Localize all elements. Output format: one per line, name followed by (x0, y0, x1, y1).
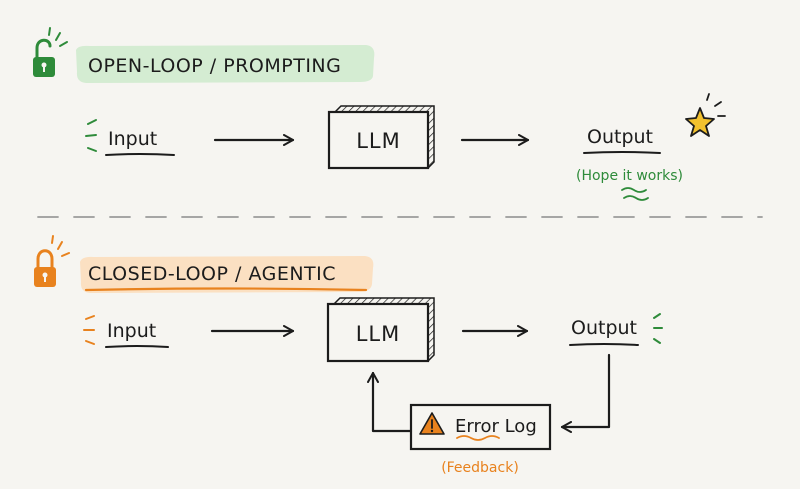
closed-llm-label: LLM (356, 322, 401, 346)
closed-loop-heading: CLOSED-LOOP / AGENTIC (88, 263, 336, 285)
open-output-note: (Hope it works) (576, 168, 683, 184)
star-icon (685, 93, 726, 137)
closed-output-underline (569, 343, 639, 346)
open-note-squiggle (621, 187, 649, 201)
open-lock-icon (33, 27, 68, 77)
error-log-box: Error Log (409, 403, 552, 451)
open-loop-section: OPEN-LOOP / PROMPTING Input LLM Output (… (33, 27, 726, 201)
open-input-accent-icon (85, 119, 97, 152)
closed-lock-icon (34, 235, 70, 287)
closed-input-label: Input (107, 320, 156, 342)
error-log-squiggle (456, 435, 500, 441)
closed-loop-heading-highlight (80, 256, 374, 293)
closed-loop-section: CLOSED-LOOP / AGENTIC Input LLM Output (34, 235, 663, 476)
open-llm-label: LLM (356, 129, 401, 153)
feedback-arrow-output-to-log (560, 353, 611, 433)
open-llm-box: LLM (327, 105, 435, 170)
closed-heading-underline (84, 287, 368, 292)
warning-icon (419, 412, 445, 435)
open-output-label: Output (587, 126, 653, 148)
open-output-underline (583, 151, 661, 154)
closed-input-underline (105, 345, 169, 348)
feedback-arrow-log-to-llm (367, 371, 413, 433)
closed-output-accent-icon (653, 313, 663, 344)
open-loop-heading: OPEN-LOOP / PROMPTING (88, 55, 341, 77)
open-input-underline (105, 153, 175, 156)
error-log-label: Error Log (455, 416, 537, 437)
open-input-label: Input (108, 128, 157, 150)
closed-output-label: Output (571, 317, 637, 339)
feedback-note: (Feedback) (441, 460, 519, 476)
closed-input-accent-icon (83, 315, 95, 345)
closed-llm-box: LLM (326, 297, 435, 363)
open-loop-heading-highlight (76, 45, 375, 83)
